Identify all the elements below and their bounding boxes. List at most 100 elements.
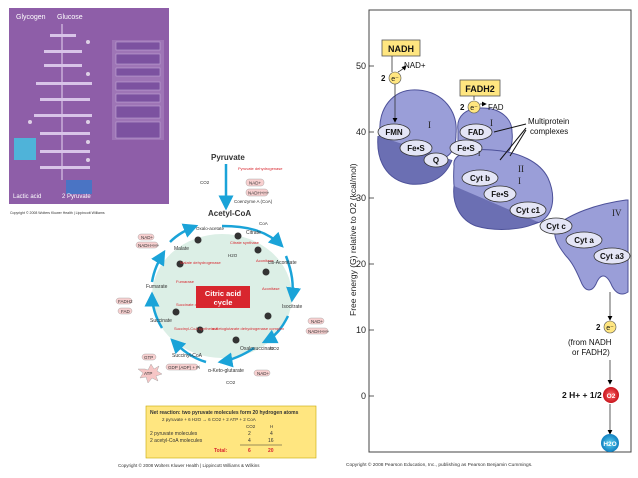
q-oval (423, 152, 449, 168)
cycle-title-2: cycle (214, 298, 233, 307)
co2-text-2: CO2 (270, 346, 280, 351)
callout-line-2 (499, 127, 527, 161)
glycogen-label: Glycogen (16, 14, 46, 21)
nad-pill-2 (137, 233, 155, 241)
fes-oval-2 (449, 139, 483, 157)
atp-text: ATP (144, 371, 152, 376)
co2-text-3: CO2 (226, 380, 236, 385)
acetyl-coa-text: Acetyl-CoA (208, 209, 251, 218)
cyt-c-label: Cyt c (546, 222, 566, 231)
nad-arrow (397, 65, 407, 73)
electron-2 (467, 100, 481, 114)
intermediate (40, 132, 90, 135)
oxalosuccinate-text: Oxalosuccinate (240, 346, 274, 352)
intermediate (44, 50, 82, 53)
cyt-c1-oval (509, 201, 547, 219)
row2-h: 16 (268, 438, 274, 444)
electron-2-label: e⁻ (470, 105, 478, 112)
step-8 (176, 260, 184, 268)
step-3 (262, 268, 270, 276)
fumarase-text: Fumarase (176, 279, 195, 284)
citric-acid-cycle: Pyruvate Pyruvate dehydrogenase CO2 NAD+… (115, 153, 330, 468)
cofactor-dot (28, 120, 32, 124)
enzyme-box (115, 53, 161, 65)
o2-molecule (603, 387, 619, 403)
enzyme-box (115, 105, 161, 119)
total-label: Total: (214, 448, 228, 454)
fad-label: FAD (488, 103, 504, 112)
pathway-labels (34, 34, 92, 169)
cyt-c-oval (539, 217, 573, 235)
electron-3-label: e⁻ (606, 325, 614, 332)
arrow-oxalosuccinate (261, 315, 290, 344)
multiprotein-label: Multiprotein (528, 117, 569, 126)
intermediate (40, 150, 90, 153)
step-numbers (172, 232, 272, 344)
fes-oval-1 (399, 139, 433, 157)
nadh-text-2: NADH+H+ (138, 243, 160, 248)
arrow-isocitrate (284, 255, 301, 303)
numeral-4: IV (612, 208, 622, 218)
tick-label-0: 0 (361, 391, 366, 401)
row1-label: 2 pyruvate molecules (150, 431, 198, 437)
nadh-pill-3 (305, 327, 329, 335)
arrow-akg (217, 346, 255, 368)
carriers (377, 123, 631, 265)
h2o-molecule (601, 434, 619, 452)
intermediate (36, 82, 92, 85)
enzyme-box (115, 41, 161, 51)
fes-label-2: Fe•S (457, 144, 475, 153)
intermediate (40, 98, 90, 101)
y-axis-ticks (369, 65, 374, 397)
gdp-pill (165, 363, 199, 371)
step-4 (264, 312, 272, 320)
fad-pill (117, 307, 133, 315)
total-h: 20 (268, 448, 274, 454)
fadh2-text: FADH2 (465, 84, 495, 94)
intermediate (44, 64, 82, 67)
tick-label-10: 10 (356, 325, 366, 335)
q-label: Q (433, 156, 439, 165)
tick-label-20: 20 (356, 259, 366, 269)
electron-1-label: e⁻ (391, 76, 399, 83)
gtp-pill (141, 353, 157, 361)
pdh-enzyme: Pyruvate dehydrogenase (238, 166, 283, 171)
side-box (14, 138, 36, 160)
fadh2-pill (115, 297, 133, 305)
nad-pill-4 (253, 369, 271, 377)
cyt-a3-label: Cyt a3 (600, 252, 625, 261)
step-1 (234, 232, 242, 240)
nadh-pill (245, 188, 269, 197)
two-e-3: 2 (596, 323, 601, 332)
enzyme-box (115, 81, 161, 91)
arrow-succinyl (170, 338, 207, 364)
nad-pill (245, 178, 265, 187)
pyruvate-text: Pyruvate (211, 153, 245, 162)
cofactor-dot (86, 40, 90, 44)
nad-label: NAD+ (404, 61, 426, 70)
complex-3-base (453, 185, 539, 230)
co2-text: CO2 (200, 180, 210, 185)
oxygen-equation: 2 H+ + 1/2 (562, 390, 602, 400)
nad-text-3: NAD+ (311, 319, 324, 324)
akg-dh-text: α-Ketoglutarate dehydrogenase complex (212, 326, 284, 331)
glycolysis-panel: Glycogen Glucose Lactic acid 2 Pyruvate … (9, 8, 169, 215)
complexes-label: complexes (530, 127, 568, 136)
enzyme-box (115, 93, 161, 103)
cyt-a-label: Cyt a (574, 236, 594, 245)
cycle-arrows (144, 223, 301, 368)
callout-line-3 (509, 129, 527, 157)
fmn-label: FMN (385, 128, 403, 137)
cofactor-dot (86, 120, 90, 124)
citrate-text: Citrate (246, 230, 261, 236)
cyt-b-label: Cyt b (470, 174, 490, 183)
fadh2-box (459, 79, 501, 97)
isocitrate-text: Isocitrate (282, 304, 303, 310)
cofactor-dot (86, 72, 90, 76)
y-tick-labels: 50 40 30 20 10 0 (356, 61, 366, 401)
callout-line-1 (493, 123, 527, 133)
arrow-fumarate (150, 249, 166, 283)
nad-text-4: NAD+ (257, 371, 270, 376)
aconitase-text-2: Aconitase (262, 286, 280, 291)
intermediate (50, 34, 76, 37)
